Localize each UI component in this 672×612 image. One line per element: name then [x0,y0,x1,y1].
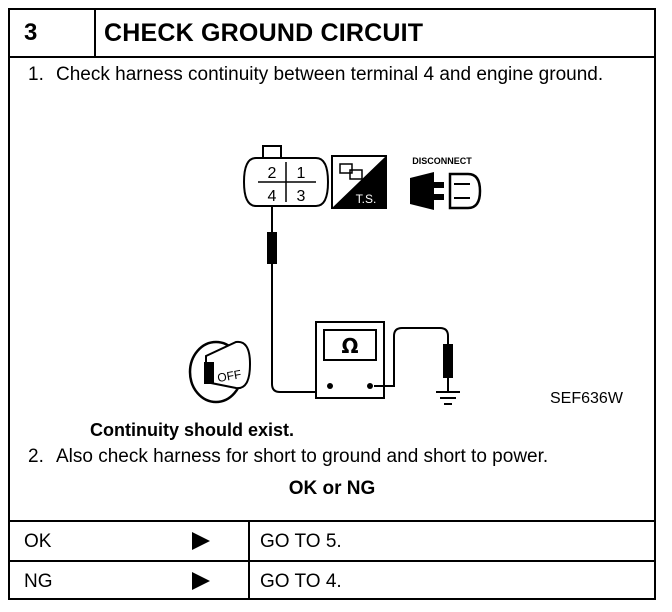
harness-connector: 2 1 4 3 [242,145,330,207]
ohm-symbol: Ω [341,334,358,358]
ignition-off-label: OFF [216,367,242,385]
instruction-2: 2. Also check harness for short to ground… [28,446,548,468]
column-divider [248,562,250,600]
ohmmeter: Ω [315,321,385,399]
ts-label: T.S. [356,192,377,206]
step-number: 3 [10,10,96,56]
terminal-1-label: 1 [297,165,306,182]
ground-lead [374,327,453,392]
result-action: GO TO 4. [260,571,342,592]
result-label: NG [24,571,53,592]
continuity-test-diagram: 2 1 4 3 T.S. DISCONNECT [188,145,482,405]
instruction-1-number: 1. [28,64,44,85]
test-service-icon: T.S. [331,155,387,209]
result-action: GO TO 5. [260,531,342,552]
disconnect-label: DISCONNECT [412,156,472,166]
instruction-2-text: Also check harness for short to ground a… [56,446,549,467]
terminal-4-label: 4 [268,188,277,205]
expected-result: Continuity should exist. [90,420,295,440]
result-header: OK or NG [288,478,376,499]
step-title: CHECK GROUND CIRCUIT [104,19,424,47]
ignition-key-icon: OFF [188,340,252,404]
terminal-3-label: 3 [297,188,306,205]
result-row-ok: OK GO TO 5. [10,520,654,560]
probe-lead [267,206,326,393]
terminal-2-label: 2 [268,165,277,182]
instruction-2-number: 2. [28,446,44,467]
instruction-1: 1. Check harness continuity between term… [28,62,638,88]
procedure-card: 3 CHECK GROUND CIRCUIT 1. Check harness … [8,8,656,600]
instruction-1-text: Check harness continuity between termina… [56,64,604,85]
result-label: OK [24,531,52,552]
result-row-ng: NG GO TO 4. [10,560,654,600]
disconnect-icon: DISCONNECT [410,156,482,210]
step-header: 3 CHECK GROUND CIRCUIT [10,10,654,58]
ground-symbol-icon [436,391,460,405]
column-divider [248,522,250,560]
figure-reference-code: SEF636W [550,390,623,407]
play-arrow-icon [192,572,210,590]
play-arrow-icon [192,532,210,550]
